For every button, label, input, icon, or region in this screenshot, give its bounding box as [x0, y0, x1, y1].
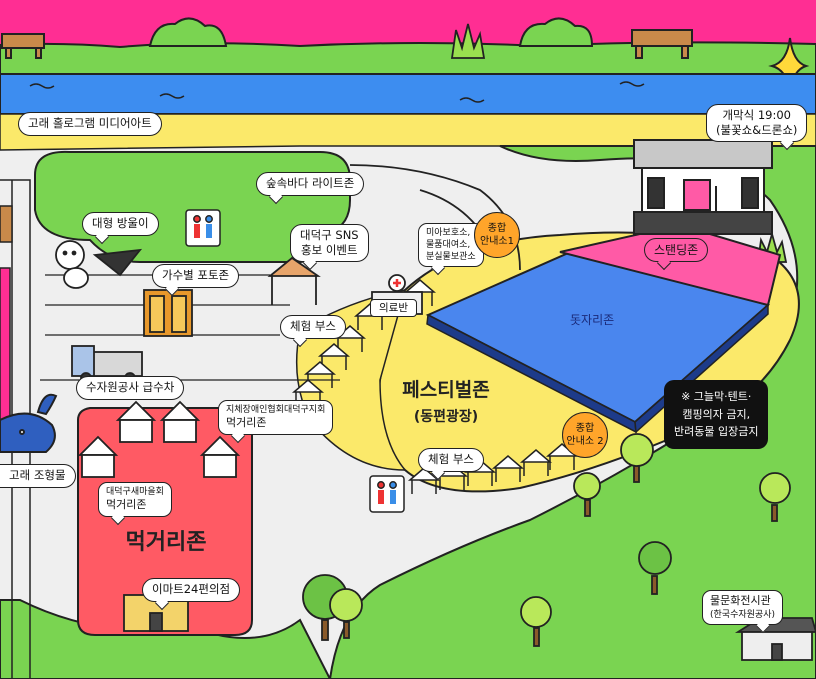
water-hall-label: 물문화전시관(한국수자원공사) — [702, 590, 783, 625]
stage-icon — [633, 139, 773, 235]
tent-icon — [267, 256, 321, 305]
emart-label: 이마트24편의점 — [142, 578, 241, 602]
whale-icon — [0, 393, 58, 453]
bench-icon — [1, 33, 45, 59]
big-drop-label: 대형 방울이 — [82, 212, 159, 236]
tent-icon — [77, 400, 241, 478]
tree-icon — [302, 433, 791, 647]
light-zone-label: 숲속바다 라이트존 — [256, 172, 365, 196]
standing-zone-label: 스탠딩존 — [644, 238, 709, 263]
notice-box: ※ 그늘막·텐트·캠핑의자 금지,반려동물 입장금지 — [664, 380, 769, 449]
water-truck-label: 수자원공사 급수차 — [76, 376, 185, 400]
whale-sculpture-label: 고래 조형물 — [0, 464, 76, 488]
mat-zone-label: 돗자리존 — [570, 313, 615, 327]
experience-booth-label-1: 체험 부스 — [280, 315, 346, 339]
food-zone-title: 먹거리존 — [125, 530, 207, 555]
tent-icon — [407, 443, 579, 494]
photo-zone-label: 가수별 포토존 — [152, 264, 240, 288]
medical-label: 의료반 — [370, 299, 417, 318]
mascot-icon — [55, 240, 143, 289]
festival-zone-title: 페스티벌존(동편광장) — [402, 379, 490, 425]
bush-icon — [148, 17, 594, 47]
whale-hologram-label: 고래 홀로그램 미디어아트 — [18, 112, 162, 136]
lost-and-found-label: 미아보호소,물품대여소,분실물보관소 — [418, 223, 484, 268]
bench-icon — [631, 29, 693, 59]
restroom-icon — [185, 209, 405, 513]
opening-ceremony-label: 개막식 19:00(불꽃쇼&드론쇼) — [706, 104, 808, 142]
experience-booth-label-2: 체험 부스 — [418, 448, 484, 472]
